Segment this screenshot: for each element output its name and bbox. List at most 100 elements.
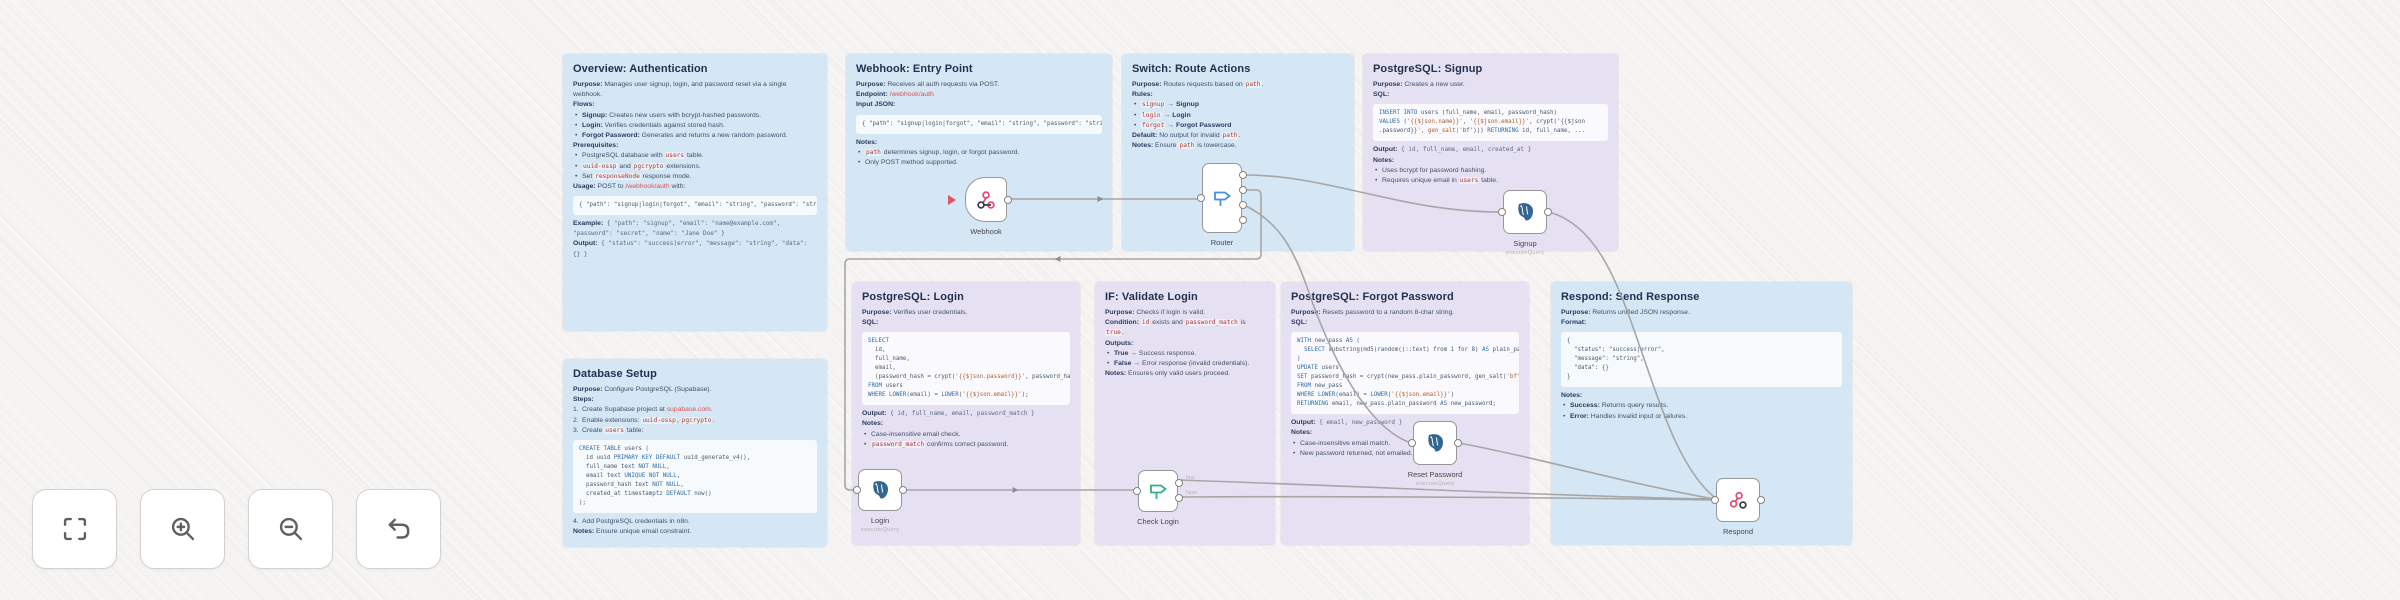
zoom-to-fit-button[interactable] bbox=[32, 489, 117, 569]
note-text-line: Format: bbox=[1561, 319, 1587, 327]
output-port[interactable] bbox=[1175, 478, 1183, 487]
input-port[interactable] bbox=[1197, 194, 1205, 202]
note-text-line: Outputs: bbox=[1105, 339, 1134, 347]
input-port[interactable] bbox=[1133, 487, 1141, 495]
node-label: Router bbox=[1210, 238, 1234, 247]
input-port[interactable] bbox=[1498, 208, 1506, 216]
output-port[interactable] bbox=[1004, 195, 1012, 204]
sticky-note-title: Database Setup bbox=[573, 368, 657, 380]
code-block: INSERT INTO users (full_name, email, pas… bbox=[1373, 104, 1608, 142]
connection-arrow bbox=[1054, 256, 1061, 262]
output-port[interactable] bbox=[1454, 439, 1462, 447]
node-label: Login bbox=[870, 516, 890, 525]
code-block: { "path": "signup|login|forgot", "email"… bbox=[856, 114, 1102, 134]
switch-green-icon bbox=[1147, 480, 1169, 502]
fit-view-icon bbox=[58, 512, 92, 546]
postgres-icon bbox=[1424, 432, 1446, 454]
note-text-line: •PostgreSQL database with users table. bbox=[575, 152, 704, 160]
canvas-controls bbox=[32, 489, 441, 569]
note-text-line: Prerequisites: bbox=[573, 142, 619, 150]
note-text-line: •Requires unique email in users table. bbox=[1375, 176, 1498, 184]
input-port[interactable] bbox=[853, 486, 861, 494]
note-text-line: Notes: bbox=[1291, 429, 1313, 437]
output-port[interactable] bbox=[1239, 201, 1247, 209]
node-box-reset-password[interactable] bbox=[1413, 421, 1457, 465]
note-text-line: •path determines signup, login, or forgo… bbox=[858, 148, 1020, 156]
code-block: WITH new_pass AS ( SELECT substring(md5(… bbox=[1291, 332, 1519, 415]
node-label: Reset Password bbox=[1407, 470, 1463, 479]
output-port[interactable] bbox=[899, 486, 907, 494]
output-port[interactable] bbox=[1239, 170, 1247, 179]
node-label: Respond bbox=[1722, 527, 1754, 536]
note-text-line: 4.Add PostgreSQL credentials in n8n. bbox=[573, 517, 690, 525]
note-text-line: Output: { id, full_name, email, created_… bbox=[1373, 146, 1532, 154]
zoom-out-button[interactable] bbox=[248, 489, 333, 569]
note-text-line: Notes: bbox=[1561, 392, 1583, 400]
node-webhook[interactable]: Webhook bbox=[948, 177, 1012, 236]
note-text-line: Purpose: Routes requests based on path. bbox=[1132, 81, 1264, 88]
note-text-line: 2.Enable extensions: uuid-ossp, pgcrypto… bbox=[573, 416, 715, 424]
note-text-line: •False → Error response (invalid credent… bbox=[1107, 359, 1250, 367]
undo-button[interactable] bbox=[356, 489, 441, 569]
note-text-line: Purpose: Configure PostgreSQL (Supabase)… bbox=[573, 386, 712, 393]
note-text-line: Purpose: Checks if login is valid. bbox=[1105, 309, 1206, 316]
node-box-login[interactable] bbox=[858, 469, 902, 511]
code-block: SELECT id, full_name, email, (password_h… bbox=[862, 332, 1070, 406]
node-box-webhook[interactable] bbox=[965, 177, 1007, 222]
output-port[interactable] bbox=[1239, 216, 1247, 225]
note-text-line: Usage: POST to /webhook/auth with: bbox=[573, 182, 686, 190]
node-router[interactable]: Router bbox=[1197, 163, 1247, 247]
note-text-line: •Only POST method supported. bbox=[858, 158, 958, 166]
sticky-note-title: Respond: Send Response bbox=[1561, 291, 1700, 303]
postgres-icon bbox=[869, 479, 891, 501]
output-port[interactable] bbox=[1757, 496, 1765, 504]
note-text-line: •Error: Handles invalid input or failure… bbox=[1563, 412, 1688, 420]
note-text-line: •password_match confirms correct passwor… bbox=[864, 440, 1009, 448]
output-port[interactable] bbox=[1239, 186, 1247, 195]
output-port[interactable] bbox=[1544, 208, 1552, 216]
note-text-line: Input JSON: bbox=[856, 101, 896, 109]
undo-icon bbox=[382, 512, 416, 546]
node-box-signup[interactable] bbox=[1503, 190, 1547, 234]
note-text-line: Purpose: Returns unified JSON response. bbox=[1561, 309, 1690, 316]
output-port[interactable] bbox=[1175, 494, 1183, 503]
note-text-line: Notes: bbox=[862, 420, 884, 428]
node-box-router[interactable] bbox=[1202, 163, 1242, 233]
note-text-line: Output: { email, new_password } bbox=[1291, 419, 1403, 427]
note-text-line: •New password returned, not emailed. bbox=[1293, 449, 1413, 457]
note-text-line: •signup → Signup bbox=[1134, 101, 1199, 109]
node-respond[interactable]: Respond bbox=[1711, 478, 1765, 536]
note-text-line: •Case-insensitive email check. bbox=[864, 430, 961, 438]
note-text-line: Purpose: Verifies user credentials. bbox=[862, 309, 968, 316]
code-block: { "path": "signup|login|forgot", "email"… bbox=[573, 196, 817, 216]
note-text-line: •uuid-ossp and pgcrypto extensions. bbox=[575, 162, 701, 170]
zoom-in-button[interactable] bbox=[140, 489, 225, 569]
node-box-respond[interactable] bbox=[1716, 478, 1760, 522]
note-text-line: •login → Login bbox=[1134, 111, 1191, 119]
input-port[interactable] bbox=[1711, 496, 1719, 504]
note-text-line: Notes: Ensure unique email constraint. bbox=[573, 528, 692, 536]
note-text-line: Notes: Ensures only valid users proceed. bbox=[1105, 370, 1231, 378]
input-port[interactable] bbox=[1408, 439, 1416, 447]
respond-icon bbox=[1727, 489, 1749, 511]
note-text-line: Default: No output for invalid path. bbox=[1132, 131, 1241, 139]
note-text-line: SQL: bbox=[862, 319, 879, 327]
node-box-check-login[interactable] bbox=[1138, 470, 1178, 512]
note-text-line: Purpose: Receives all auth requests via … bbox=[856, 81, 1000, 88]
note-text-line: •Forgot Password: Generates and returns … bbox=[575, 131, 788, 139]
sticky-note-title: PostgreSQL: Signup bbox=[1373, 63, 1483, 75]
zoom-out-icon bbox=[274, 512, 308, 546]
note-text-line: Rules: bbox=[1132, 91, 1153, 99]
node-label: Signup bbox=[1513, 239, 1537, 248]
